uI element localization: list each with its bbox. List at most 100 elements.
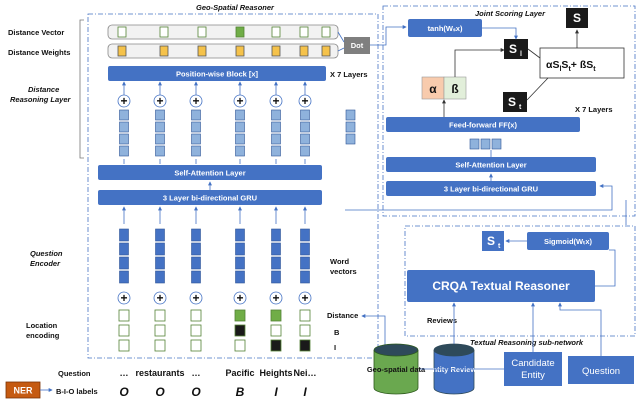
- geo-reasoner-frame: [87, 13, 379, 359]
- plus-sign: +: [301, 94, 308, 108]
- entity-reviews-cylinder: Entity Reviews: [428, 343, 480, 395]
- location-b-cell: [270, 324, 282, 337]
- plus-circle: [189, 94, 203, 108]
- bio-tag: I: [303, 385, 307, 399]
- distance-weight-cell: [197, 45, 207, 57]
- distance-vector-cell: [117, 26, 127, 38]
- attention-vector-cell: [155, 121, 165, 133]
- word-vector-cell: [155, 228, 165, 242]
- dot-label: Dot: [351, 41, 364, 50]
- bio-tag: O: [155, 385, 165, 399]
- question-encoder-label-1: Question: [30, 249, 63, 258]
- word-vector-cell: [300, 270, 310, 284]
- attention-vector-cell: [235, 133, 245, 145]
- position-wise-block: [108, 66, 326, 81]
- attention-vector-cell: [155, 133, 165, 145]
- s-l-sub: l: [520, 51, 522, 58]
- location-i-cell: [118, 339, 130, 352]
- word-vector-cell: [191, 270, 201, 284]
- word-vector-cell: [235, 270, 245, 284]
- feed-forward-block: [386, 117, 580, 132]
- word-vector-cell: [235, 228, 245, 242]
- location-b-cell: [299, 324, 311, 337]
- s-top-label: S: [573, 11, 581, 25]
- distance-vector-label: Distance Vector: [8, 28, 64, 37]
- tanh-block: [408, 19, 482, 37]
- formula-box: [539, 47, 625, 79]
- location-b-cell: [118, 324, 130, 337]
- plus-circle: [117, 291, 131, 305]
- attention-vector-cell: [155, 145, 165, 157]
- sigmoid-block: [527, 232, 609, 250]
- plus-sign: +: [120, 94, 127, 108]
- geo-spatial-data-cylinder: Geo-spatial data: [367, 343, 426, 395]
- attention-vector-cell: [119, 109, 129, 121]
- attention-vector-cell: [235, 145, 245, 157]
- question-input-box: [568, 356, 634, 384]
- location-b-cell: [154, 324, 166, 337]
- crqa-to-sigmoid: [595, 249, 616, 287]
- word-vector-cell: [191, 242, 201, 256]
- plus-sign: +: [120, 291, 127, 305]
- plus-sign: +: [156, 94, 163, 108]
- plus-circle: [298, 291, 312, 305]
- bio-tag: B: [236, 385, 245, 399]
- geo-gru-label: 3 Layer bi-directional GRU: [163, 194, 257, 203]
- question-encoder-columns: ++++++: [117, 206, 312, 352]
- attention-vector-cell: [119, 145, 129, 157]
- ff-vector-cell: [491, 138, 502, 150]
- textual-st-label: S: [487, 234, 495, 248]
- word-vector-cell: [119, 270, 129, 284]
- joint-gru-block: [386, 181, 596, 196]
- plus-circle: [153, 94, 167, 108]
- distance-vector-cell: [235, 26, 245, 38]
- plus-circle: [189, 291, 203, 305]
- plus-sign: +: [156, 291, 163, 305]
- joint-gru-label: 3 Layer bi-directional GRU: [444, 185, 538, 194]
- attention-vector-cell: [235, 109, 245, 121]
- sigmoid-label: Sigmoid(Wₜx): [544, 237, 593, 246]
- attention-vector-cell: [300, 121, 310, 133]
- attention-vector-cell: [191, 145, 201, 157]
- location-i-cell: [299, 339, 311, 352]
- attention-vector-cell: [191, 133, 201, 145]
- attention-vector-cell: [300, 109, 310, 121]
- location-distance-cell: [270, 309, 282, 322]
- plus-circle: [298, 94, 312, 108]
- distance-weight-cell: [271, 45, 281, 57]
- plus-circle: [233, 94, 247, 108]
- plus-circle: [153, 291, 167, 305]
- question-row-label: Question: [58, 369, 91, 378]
- word-vector-cell: [191, 228, 201, 242]
- location-encoding-label-2: encoding: [26, 331, 60, 340]
- word-vector-cell: [271, 270, 281, 284]
- geo-gru-block: [98, 190, 322, 205]
- word-vector-cell: [300, 228, 310, 242]
- distance-reasoning-bracket: [79, 19, 84, 159]
- geo-to-joint-connector: [345, 184, 613, 211]
- joint-scoring-title: Joint Scoring Layer: [475, 9, 546, 18]
- plus-sign: +: [192, 94, 199, 108]
- st-to-formula: [526, 77, 549, 101]
- plus-circle: [117, 94, 131, 108]
- location-b-cell: [234, 324, 246, 337]
- distance-vector-cell: [299, 26, 309, 38]
- beta-label: ß: [451, 82, 458, 96]
- question-word: Nei…: [293, 368, 316, 378]
- s-top-box: [566, 8, 588, 28]
- dot-box: [344, 37, 370, 54]
- question-word: Heights: [259, 368, 292, 378]
- s-t-sub: t: [519, 104, 522, 111]
- word-vector-cell: [235, 256, 245, 270]
- distance-vector-cell: [197, 26, 207, 38]
- candidate-entity-label-1: Candidate: [511, 358, 554, 369]
- attention-vector-cell: [345, 121, 356, 133]
- plus-sign: +: [272, 94, 279, 108]
- distance-reasoning-columns: + + + + + +: [117, 81, 356, 164]
- location-distance-cell: [154, 309, 166, 322]
- textual-st-box: [482, 231, 504, 251]
- attention-vector-cell: [191, 121, 201, 133]
- plus-sign: +: [236, 94, 243, 108]
- joint-self-attention-block: [386, 157, 596, 172]
- geo-self-attention-block: [98, 165, 322, 180]
